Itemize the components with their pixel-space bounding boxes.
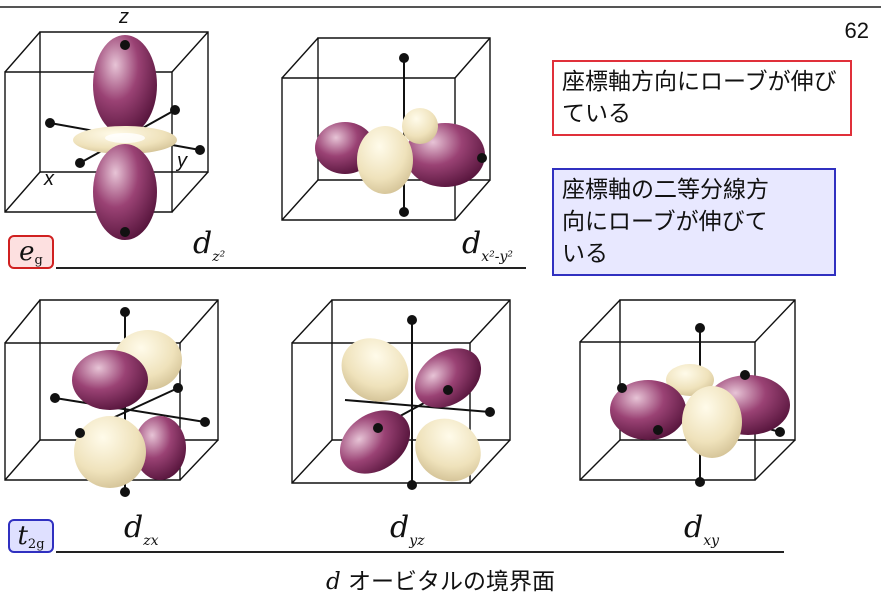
t2g-group-badge: t2g (8, 519, 54, 553)
lobe (682, 386, 742, 458)
lobe (610, 380, 686, 440)
lobe (415, 418, 481, 482)
eg-underline (56, 267, 526, 269)
t2g-description-line: いる (562, 241, 608, 267)
lobe (339, 410, 411, 474)
t2g-description-line: 座標軸の二等分線方 (562, 177, 769, 203)
label-dz2: dz² (193, 226, 226, 265)
label-dyz: dyz (390, 510, 425, 549)
t2g-description-line: 向にローブが伸びて (562, 209, 768, 235)
lobe (74, 416, 146, 488)
lobe (134, 416, 186, 480)
figure-caption: d オービタルの境界面 (325, 569, 556, 595)
axis-label-z: z (119, 6, 129, 28)
lobe (93, 144, 157, 240)
lobe (414, 348, 482, 408)
lobe (93, 35, 157, 135)
eg-description: 座標軸方向にローブが伸びている (562, 69, 837, 127)
axis-label-x: x (44, 168, 54, 190)
t2g-description-box: 座標軸の二等分線方 向にローブが伸びて いる (552, 168, 836, 276)
top-rule (0, 6, 881, 8)
axis-label-y: y (177, 150, 187, 172)
lobe (341, 338, 409, 402)
label-dxy: dxy (684, 510, 720, 549)
lobe (72, 350, 148, 410)
orbital-dxy (579, 299, 796, 487)
orbital-dzx (4, 299, 219, 497)
label-dx2-y2: dx²-y² (462, 226, 513, 265)
lobe (357, 126, 413, 194)
label-dzx: dzx (124, 510, 159, 549)
t2g-underline (56, 551, 784, 553)
page-number: 62 (844, 18, 869, 43)
orbital-dx2-y2 (281, 37, 491, 221)
eg-group-badge: eg (8, 235, 54, 269)
orbital-dz2 (4, 31, 209, 240)
lobe (666, 364, 714, 396)
eg-description-box: 座標軸方向にローブが伸びている (552, 60, 852, 136)
orbital-dyz (291, 299, 511, 490)
lobe (402, 108, 438, 144)
